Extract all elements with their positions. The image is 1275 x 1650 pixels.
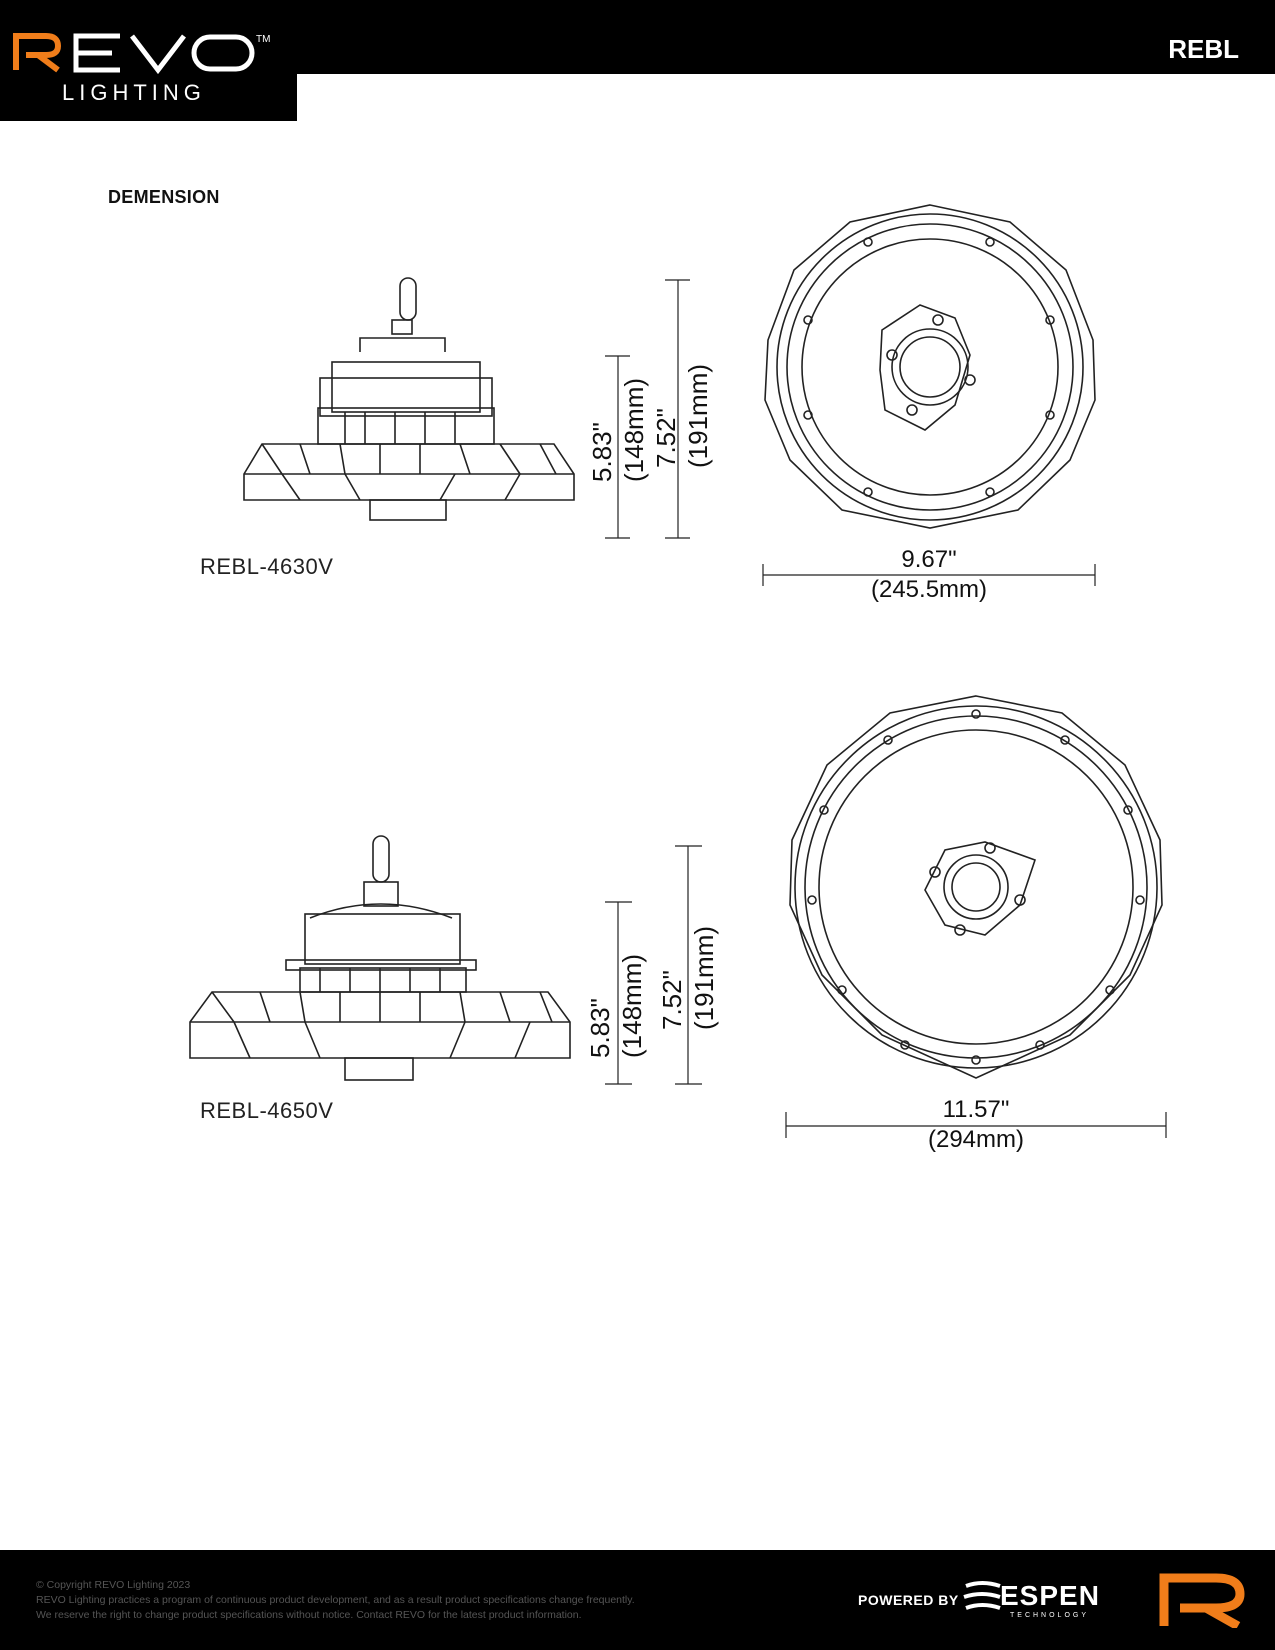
width-dimension-2: 11.57" (294mm) (876, 1095, 1076, 1155)
revo-r-icon (1159, 1573, 1245, 1628)
revo-wordmark-logo: TM (13, 33, 270, 75)
height2-inches-2: 7.52" (657, 970, 687, 1030)
height2-mm-2: (191mm) (689, 925, 719, 1030)
height2-inches-1: 7.52" (651, 408, 681, 468)
footer: © Copyright REVO Lighting 2023 REVO Ligh… (0, 1550, 1275, 1650)
model-label-2: REBL-4650V (200, 1098, 334, 1123)
espen-swoosh-icon (963, 1581, 1001, 1610)
powered-by-text: POWERED BY (858, 1592, 959, 1608)
product-code: REBL (1168, 34, 1239, 64)
footer-line-2: REVO Lighting practices a program of con… (36, 1594, 635, 1606)
side-view-drawing-2 (189, 835, 571, 1081)
espen-tagline: TECHNOLOGY (1010, 1612, 1090, 1619)
svg-text:TM: TM (256, 34, 270, 45)
height1-inches-2: 5.83" (585, 998, 615, 1058)
height-dimension-2b: 7.52" (191mm) (656, 926, 720, 1030)
height2-mm-1: (191mm) (683, 363, 713, 468)
width-dimension-1: 9.67" (245.5mm) (829, 545, 1029, 605)
width-inches-2: 11.57" (942, 1096, 1010, 1123)
height-dimension-1a: 5.83" (148mm) (586, 378, 650, 482)
height1-mm-2: (148mm) (617, 953, 647, 1058)
height1-mm-1: (148mm) (619, 377, 649, 482)
width-dimension-line-2 (785, 1112, 1167, 1138)
copyright-text: © Copyright REVO Lighting 2023 (36, 1579, 191, 1591)
model-label-1: REBL-4630V (200, 554, 334, 579)
footer-legal: © Copyright REVO Lighting 2023 REVO Ligh… (36, 1578, 635, 1623)
section-title: DEMENSION (108, 187, 220, 207)
height-dimension-1b: 7.52" (191mm) (650, 364, 714, 468)
height1-inches-1: 5.83" (587, 422, 617, 482)
height-dimension-lines-2 (605, 845, 702, 1085)
revo-logo: TM LIGHTING (0, 0, 297, 121)
side-view-drawing-1 (243, 277, 575, 521)
footer-line-3: We reserve the right to change product s… (36, 1609, 582, 1621)
top-view-drawing-2 (789, 695, 1163, 1079)
espen-logo: ESPEN (1000, 1580, 1100, 1611)
technical-drawings (189, 204, 1167, 1138)
height-dimension-2a: 5.83" (148mm) (584, 954, 648, 1058)
logo-subtitle: LIGHTING (62, 80, 206, 105)
width-inches-1: 9.67" (901, 546, 957, 573)
height-dimension-lines-1 (605, 279, 690, 539)
width-mm-1: (245.5mm) (870, 576, 988, 603)
width-mm-2: (294mm) (927, 1126, 1024, 1153)
width-dimension-line-1 (762, 564, 1096, 586)
top-view-drawing-1 (764, 204, 1096, 529)
